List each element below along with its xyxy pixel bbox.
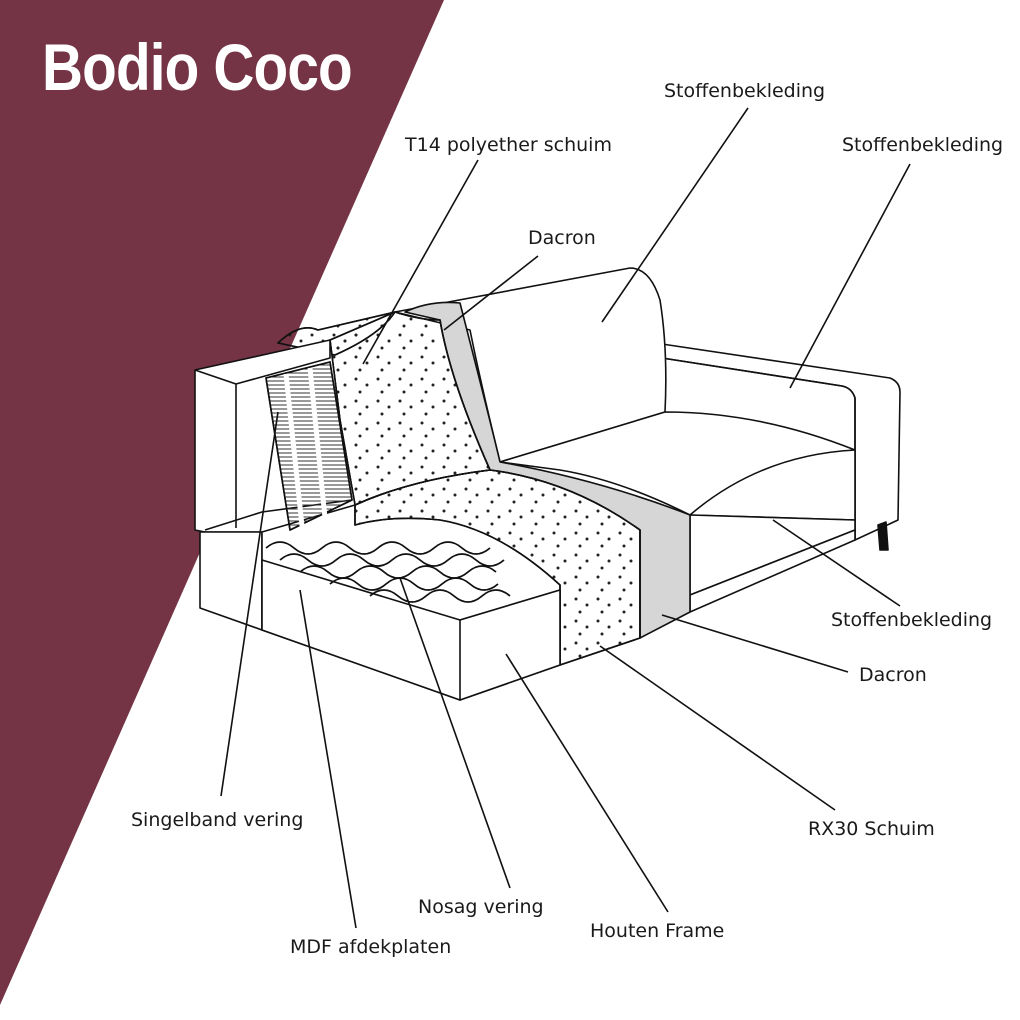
- leader-stoffen-arm: [789, 163, 911, 389]
- leader-singelband: [220, 411, 279, 797]
- label-nosag: Nosag vering: [418, 896, 544, 918]
- label-rx30-foam: RX30 Schuim: [808, 818, 935, 840]
- label-t14-foam: T14 polyether schuim: [405, 134, 612, 156]
- leader-rx30: [599, 645, 836, 811]
- label-mdf: MDF afdekplaten: [290, 936, 452, 958]
- leader-houten: [505, 653, 669, 913]
- leader-dacron-bottom: [661, 614, 849, 673]
- label-dacron-bottom: Dacron: [859, 664, 927, 686]
- label-stoffenbekleding-arm: Stoffenbekleding: [842, 134, 1004, 156]
- seat-front: [689, 514, 856, 596]
- houten-frame-panel: [459, 589, 561, 701]
- leader-stoffen-back: [601, 107, 749, 323]
- label-singelband: Singelband vering: [131, 809, 304, 831]
- label-houten-frame: Houten Frame: [590, 920, 725, 942]
- leader-mdf: [299, 589, 357, 929]
- leader-nosag: [399, 577, 511, 889]
- page-title: Bodio Coco: [42, 30, 353, 104]
- leader-t14: [362, 159, 479, 365]
- label-stoffenbekleding-seat: Stoffenbekleding: [831, 609, 993, 631]
- leader-stoffen-seat: [772, 519, 901, 607]
- nosag-springs: [265, 541, 511, 603]
- leader-lines: [220, 107, 911, 929]
- left-arm-top: [194, 340, 331, 385]
- sofa-illustration: [194, 267, 901, 701]
- label-stoffenbekleding-back: Stoffenbekleding: [664, 80, 826, 102]
- sofa-leg: [877, 521, 889, 551]
- label-dacron-top: Dacron: [528, 227, 596, 249]
- leader-dacron-top: [443, 255, 539, 331]
